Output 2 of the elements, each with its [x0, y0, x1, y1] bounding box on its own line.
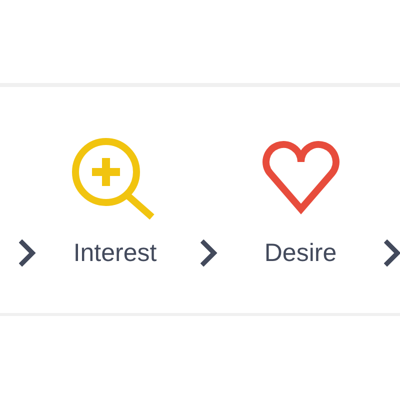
step-label: Desire: [264, 240, 337, 266]
step-label: Interest: [73, 240, 157, 266]
